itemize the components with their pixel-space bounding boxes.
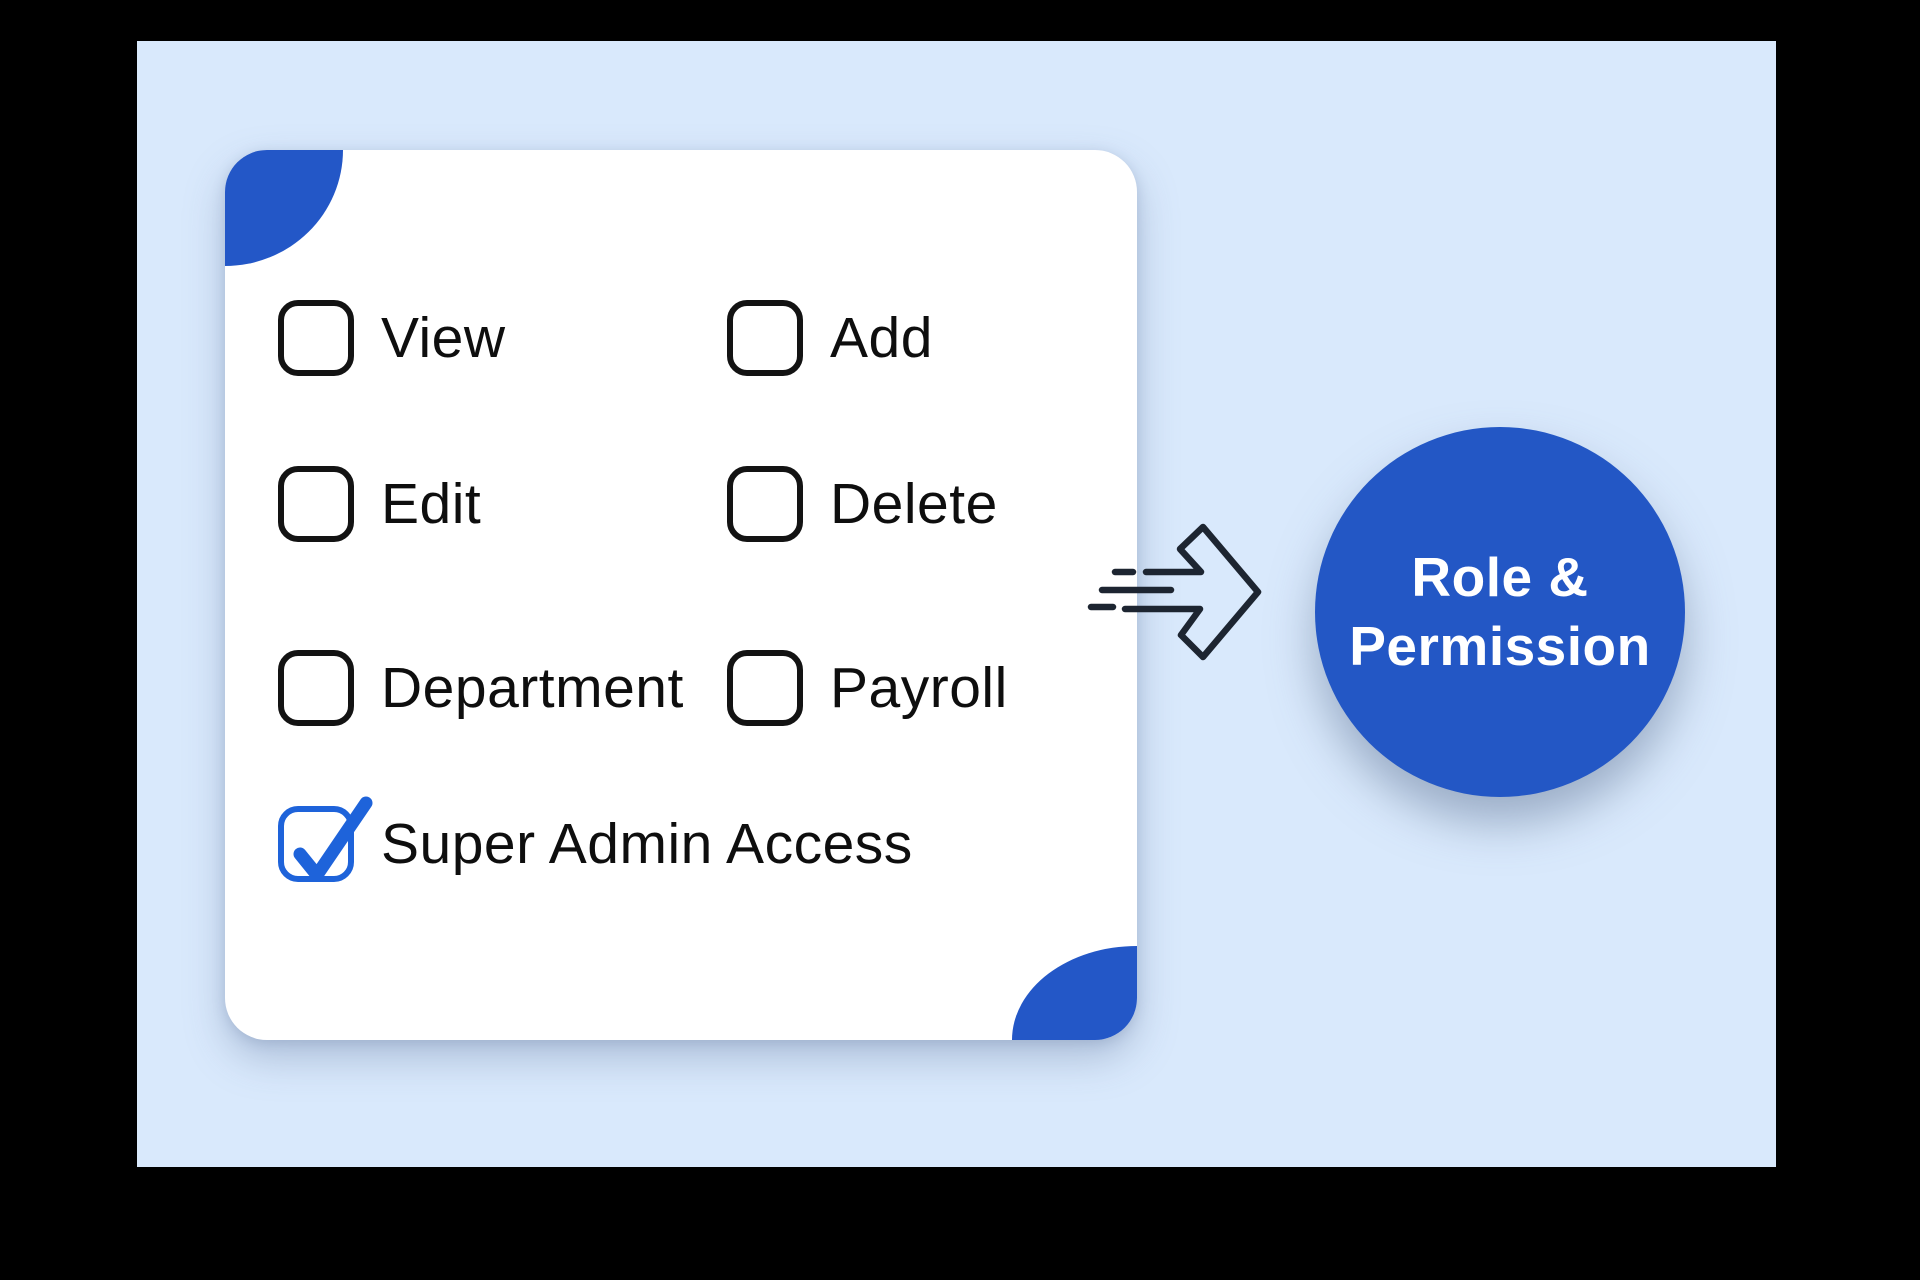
checkbox-label: Payroll bbox=[830, 656, 1008, 720]
role-permission-badge: Role & Permission bbox=[1315, 427, 1685, 797]
corner-accent-bottom-right bbox=[1012, 946, 1137, 1040]
checkbox-add[interactable] bbox=[727, 300, 803, 376]
permissions-card: View Add Edit Delete Department bbox=[225, 150, 1137, 1040]
checkbox-department[interactable] bbox=[278, 650, 354, 726]
checkbox-delete[interactable] bbox=[727, 466, 803, 542]
checkbox-label: Delete bbox=[830, 472, 998, 536]
checkbox-super-admin-access[interactable] bbox=[278, 796, 373, 882]
permission-row-department: Department bbox=[278, 650, 684, 726]
content-panel: View Add Edit Delete Department bbox=[137, 41, 1776, 1167]
corner-accent-top-left bbox=[225, 150, 343, 266]
permission-row-edit: Edit bbox=[278, 466, 481, 542]
permission-row-add: Add bbox=[727, 300, 933, 376]
permission-row-delete: Delete bbox=[727, 466, 998, 542]
permission-row-payroll: Payroll bbox=[727, 650, 1008, 726]
checkmark-icon bbox=[293, 796, 373, 882]
badge-label-line2: Permission bbox=[1349, 615, 1651, 677]
checkbox-label: Edit bbox=[381, 472, 482, 536]
checkbox-edit[interactable] bbox=[278, 466, 354, 542]
checkbox-view[interactable] bbox=[278, 300, 354, 376]
permission-row-super-admin: Super Admin Access bbox=[278, 796, 913, 882]
badge-label-line1: Role & bbox=[1411, 545, 1589, 608]
permission-row-view: View bbox=[278, 300, 506, 376]
badge-label: Role & Permission bbox=[1349, 543, 1651, 682]
checkbox-label: Add bbox=[830, 306, 933, 370]
speed-arrow-icon bbox=[1087, 523, 1262, 661]
checkbox-label: View bbox=[381, 306, 506, 370]
checkbox-label: Department bbox=[381, 656, 684, 720]
checkbox-payroll[interactable] bbox=[727, 650, 803, 726]
checkbox-label: Super Admin Access bbox=[381, 812, 913, 876]
